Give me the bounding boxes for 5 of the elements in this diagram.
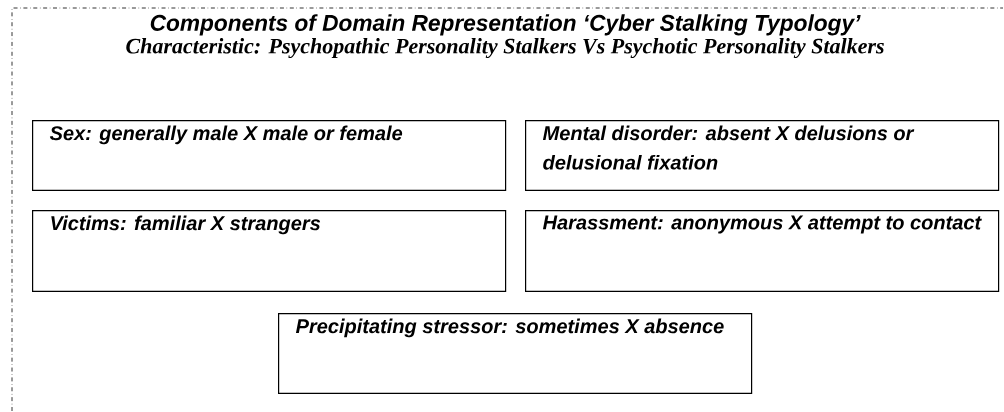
text-box: Sex: generally male X male or female bbox=[32, 120, 507, 191]
text-box: Harassment: anonymous X attempt to contact bbox=[525, 210, 1000, 292]
text-box: Victims: familiar X strangers bbox=[32, 210, 507, 292]
text-box: Precipitating stressor: sometimes X absence bbox=[278, 313, 753, 394]
text-box: Mental disorder: absent X delusions or delusional fixation bbox=[525, 120, 1000, 191]
